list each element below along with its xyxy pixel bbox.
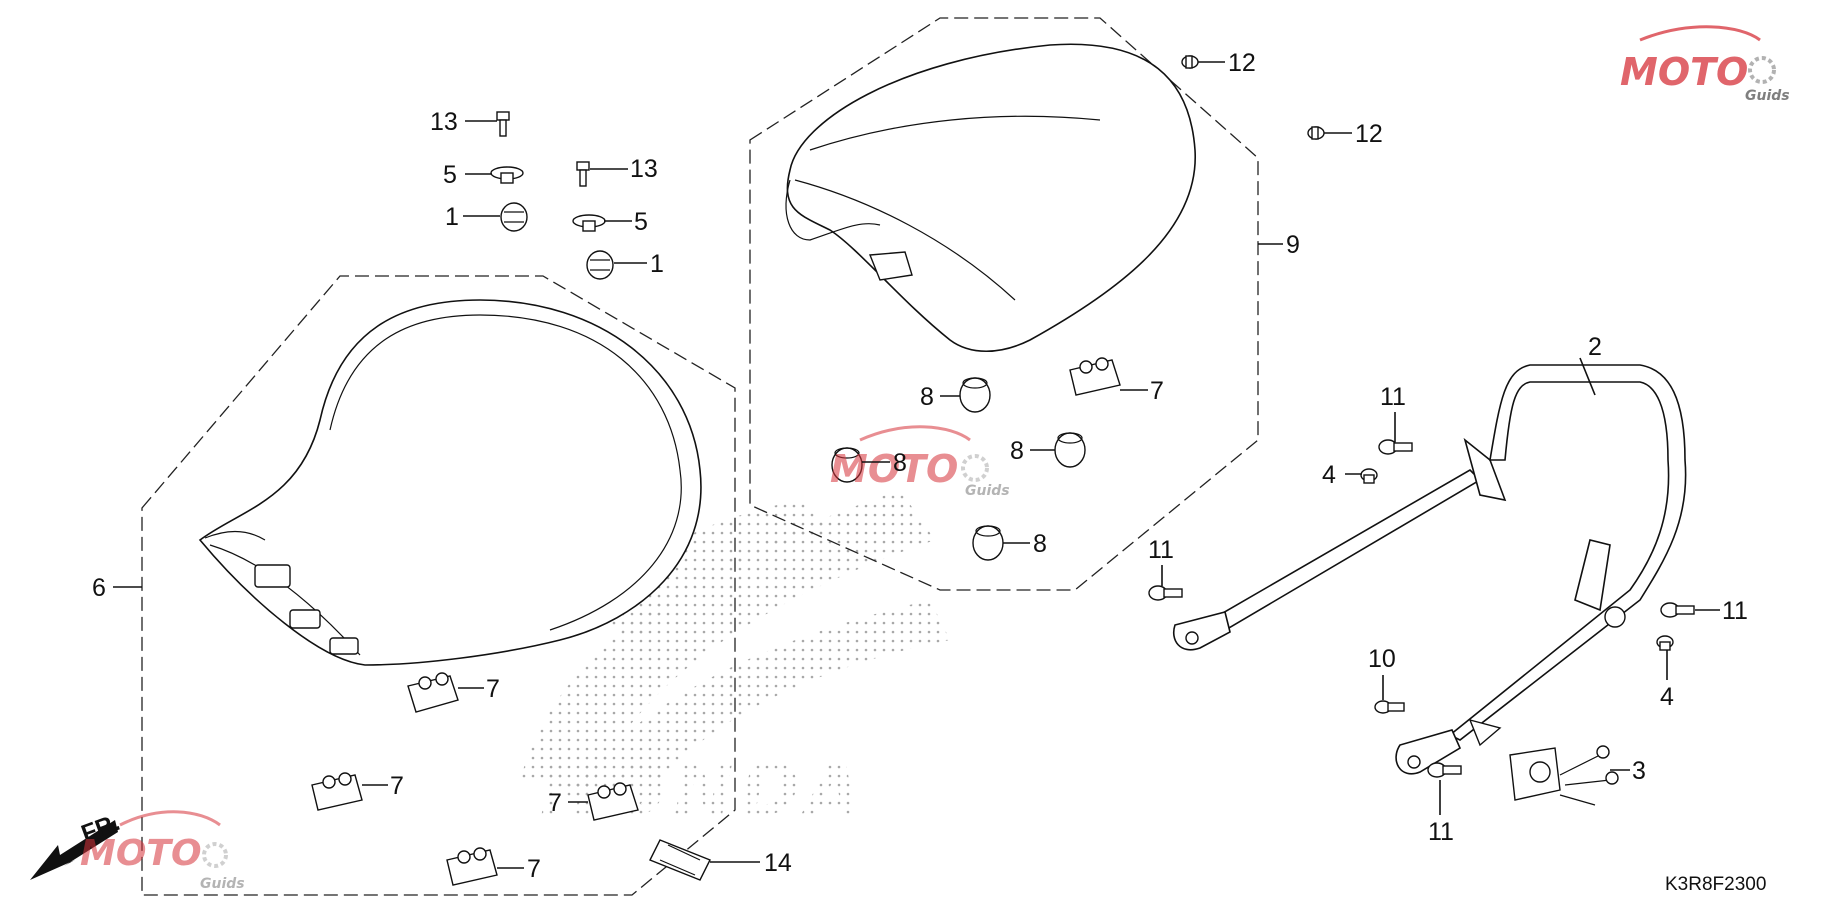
bolt-10 (1374, 700, 1405, 714)
cushion-8a (959, 377, 991, 413)
label-1a: 1 (445, 203, 459, 231)
label-7a: 7 (486, 675, 500, 703)
watermark-name: MOTO (1620, 50, 1748, 94)
passenger-seat-group-outline (749, 17, 1259, 591)
label-13b: 13 (630, 155, 658, 183)
cushion-8c (1054, 432, 1086, 468)
label-12a: 12 (1228, 49, 1256, 77)
label-14: 14 (764, 849, 792, 877)
moto-guids-watermark-bottom: MOTO Guids (80, 810, 245, 892)
label-8c: 8 (1010, 437, 1024, 465)
label-11d: 11 (1428, 818, 1454, 846)
rubber-block-7e (1069, 357, 1121, 396)
watermark-sub: Guids (200, 876, 245, 892)
label-11b: 11 (1148, 536, 1174, 564)
label-11c: 11 (1722, 597, 1748, 625)
bolt-11a (1378, 439, 1413, 455)
rubber-block-7a (407, 672, 459, 713)
watermark-name: MOTO (80, 833, 202, 874)
rider-seat (198, 299, 702, 666)
label-5a: 5 (443, 161, 457, 189)
rider-seat-group-outline (141, 275, 736, 896)
label-5b: 5 (634, 208, 648, 236)
rubber-block-7b (311, 772, 363, 811)
bolt-13a (496, 111, 510, 137)
gear-icon (1748, 56, 1776, 84)
label-8b: 8 (893, 449, 907, 477)
honda-wing-logo: HONDA (520, 490, 950, 832)
label-11a: 11 (1380, 383, 1406, 411)
label-4b: 4 (1660, 683, 1674, 711)
grab-rail (1173, 364, 1687, 775)
gear-icon (202, 842, 228, 868)
collar-5a (490, 166, 524, 184)
label-8d: 8 (1033, 530, 1047, 558)
label-7e: 7 (1150, 377, 1164, 405)
bolt-13b (576, 161, 590, 187)
label-1b: 1 (650, 250, 664, 278)
honda-logo-text: HONDA (540, 748, 867, 832)
cushion-8b (831, 447, 863, 483)
watermark-sub: Guids (1745, 88, 1790, 104)
label-2: 2 (1588, 333, 1602, 361)
label-7c: 7 (548, 789, 562, 817)
passenger-seat (785, 43, 1196, 353)
seat-lock (1509, 745, 1619, 806)
grommet-1b (586, 250, 614, 280)
label-6: 6 (92, 574, 106, 602)
label-13a: 13 (430, 108, 458, 136)
bolt-11d (1427, 762, 1462, 778)
label-12b: 12 (1355, 120, 1383, 148)
moto-guids-watermark-top: MOTO Guids (1620, 25, 1790, 104)
label-10: 10 (1368, 645, 1396, 673)
part-labels: 13 5 1 13 5 1 6 7 7 7 7 7 8 8 8 8 9 12 1… (92, 49, 1748, 883)
label-8a: 8 (920, 383, 934, 411)
bolt-11b (1148, 585, 1183, 601)
bolt-11c (1660, 602, 1695, 618)
moto-guids-watermark-middle: MOTO Guids (830, 425, 1010, 499)
rubber-block-7c (587, 782, 639, 821)
label-4a: 4 (1322, 461, 1336, 489)
grommet-1a (500, 202, 528, 232)
label-3: 3 (1632, 757, 1646, 785)
washer-4b (1656, 635, 1674, 651)
screw-12a (1181, 55, 1199, 69)
gear-icon (961, 454, 989, 482)
collar-5b (572, 214, 606, 232)
label-7d: 7 (527, 855, 541, 883)
rubber-block-7d (446, 847, 498, 886)
diagram-code: K3R8F2300 (1665, 874, 1766, 895)
cushion-8d (972, 525, 1004, 561)
watermark-sub: Guids (965, 483, 1010, 499)
label-7b: 7 (390, 772, 404, 800)
label-9: 9 (1286, 231, 1300, 259)
leader-lines (113, 61, 1720, 869)
washer-4a (1360, 468, 1378, 484)
watermark-name: MOTO (830, 447, 958, 491)
seat-strap (649, 839, 711, 881)
screw-12b (1307, 126, 1325, 140)
